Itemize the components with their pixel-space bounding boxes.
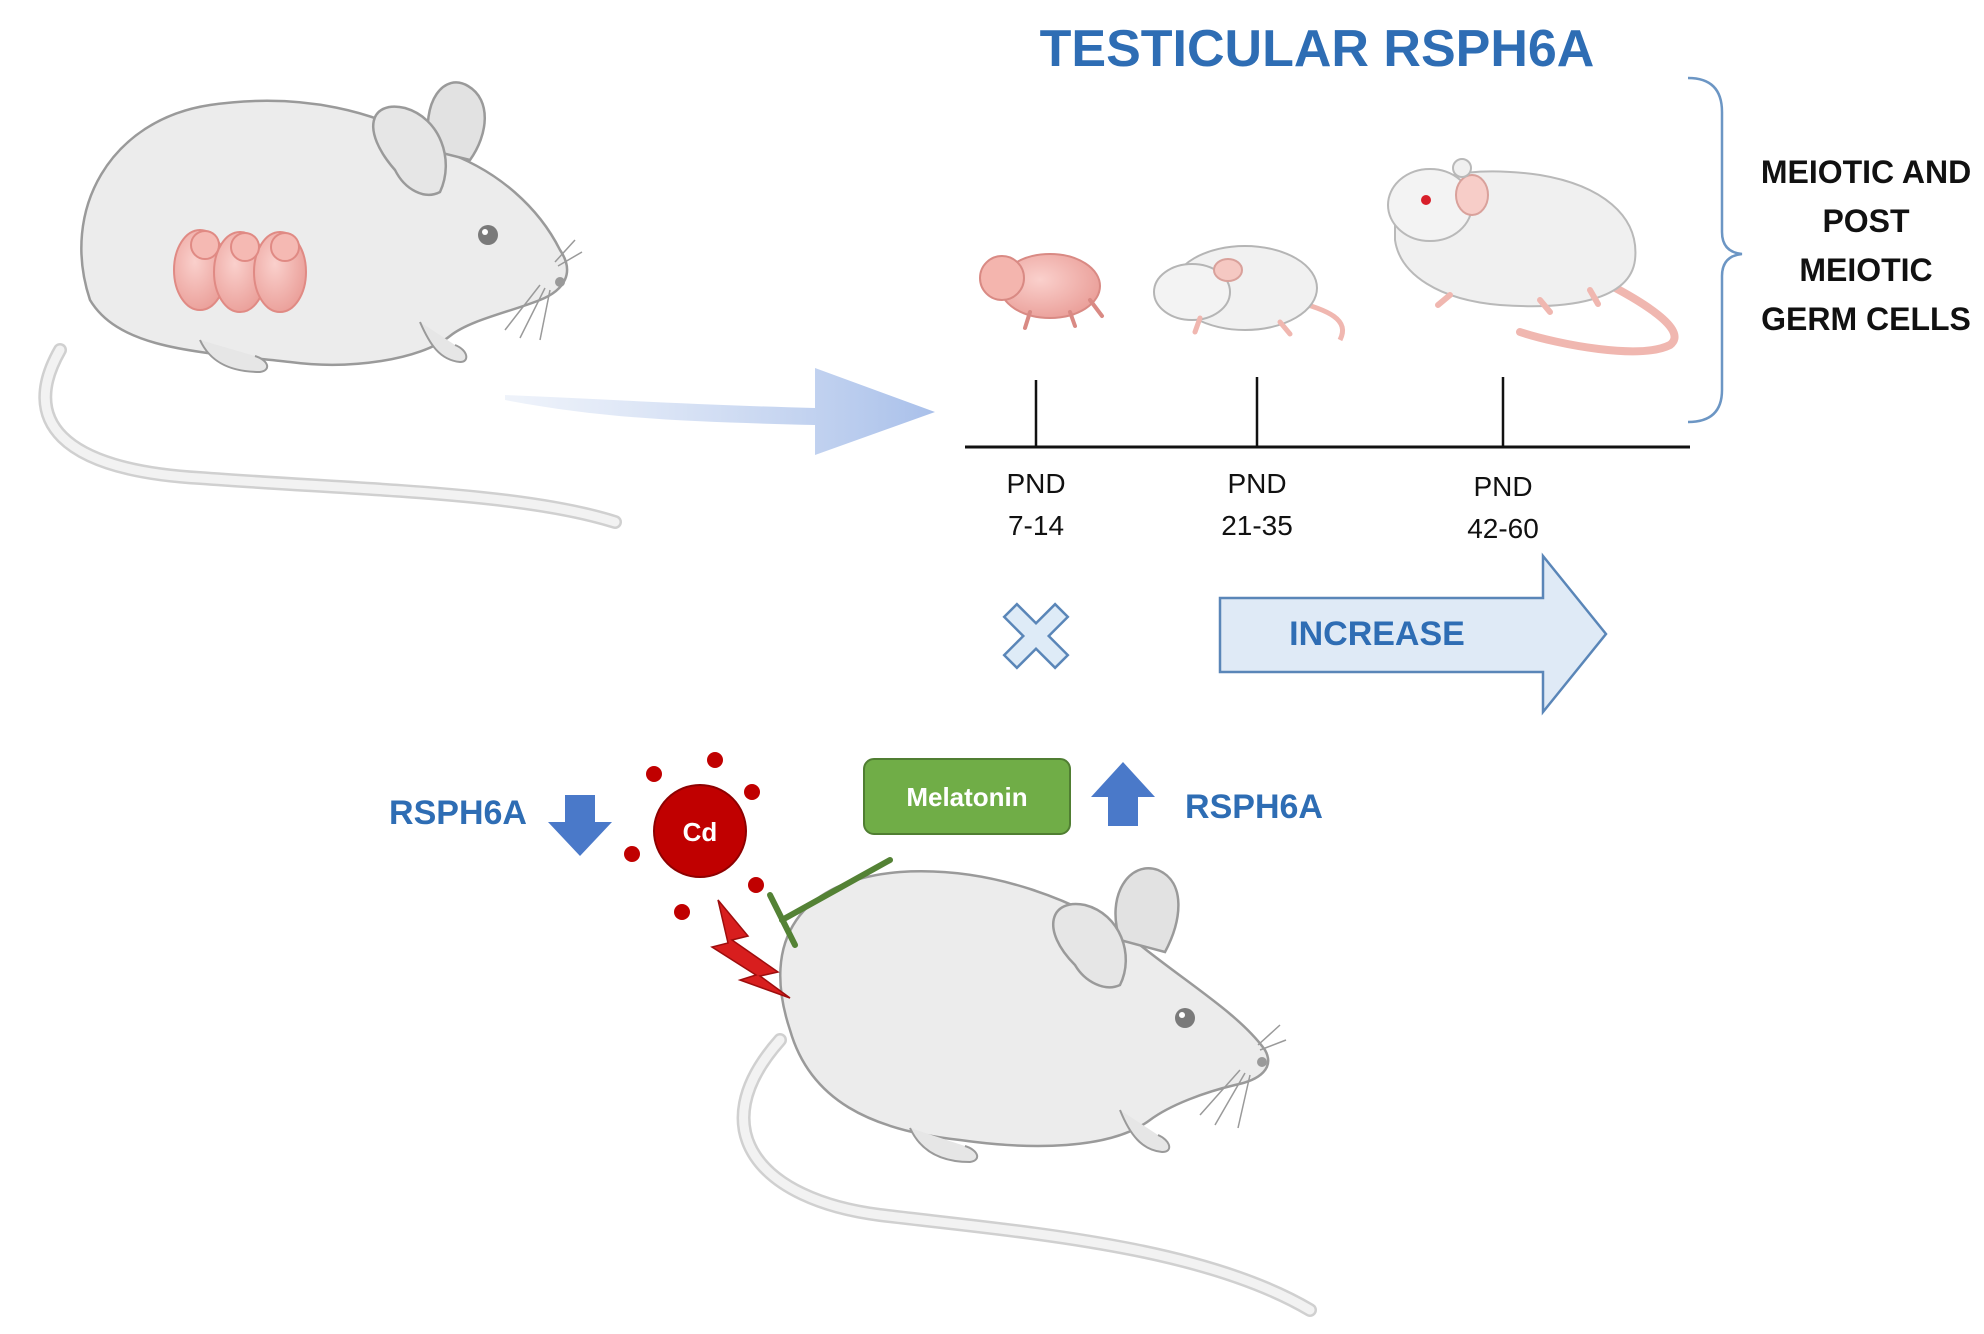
lightning-bolt-icon xyxy=(710,899,791,999)
bottom-mouse-ear xyxy=(1114,867,1180,954)
adult-mouse-illustration xyxy=(736,867,1317,1317)
mouse-front-paw xyxy=(419,321,468,364)
cd-label: Cd xyxy=(683,817,718,847)
mouse-eye-highlight xyxy=(482,229,488,235)
pup-pnd-7-14 xyxy=(979,253,1104,330)
tick-label-3-line2: 42-60 xyxy=(1467,513,1539,544)
bottom-mouse-whiskers xyxy=(1199,1024,1287,1129)
x-mark-icon xyxy=(1002,602,1070,670)
bottom-mouse-eye xyxy=(1175,1008,1195,1028)
mouse-eye xyxy=(478,225,498,245)
mouse-tail xyxy=(38,343,622,529)
diagram-title: TESTICULAR RSPH6A xyxy=(1040,20,1595,78)
tick-label-3-line1: PND xyxy=(1473,471,1532,502)
tick-label-1-line2: 7-14 xyxy=(1008,510,1064,541)
up-arrow-icon xyxy=(1091,762,1155,826)
tick-label-2-line1: PND xyxy=(1227,468,1286,499)
melatonin-box: Melatonin xyxy=(863,758,1071,835)
transition-arrow xyxy=(505,368,935,455)
cd-particle: Cd xyxy=(624,752,764,920)
mouse-ear-inner xyxy=(372,105,448,196)
mouse-tail-inner xyxy=(40,345,620,527)
svg-text:MEIOTIC AND: MEIOTIC AND xyxy=(1761,154,1971,190)
inhibition-bar xyxy=(767,857,893,948)
down-arrow-icon xyxy=(548,795,612,856)
increase-arrow: INCREASE xyxy=(1218,552,1608,716)
pregnant-mouse-illustration xyxy=(38,81,622,529)
svg-text:MEIOTIC: MEIOTIC xyxy=(1799,252,1932,288)
mouse-nose xyxy=(555,277,565,287)
bottom-mouse-body xyxy=(779,870,1270,1148)
bottom-mouse-front-paw xyxy=(1119,1109,1171,1154)
bracket-brace xyxy=(1687,76,1743,424)
mouse-hind-paw xyxy=(199,339,269,374)
increase-label: INCREASE xyxy=(1289,615,1465,653)
rsph6a-up-label: RSPH6A xyxy=(1185,788,1323,826)
adult-mouse-pnd-42-60 xyxy=(1387,158,1679,356)
embryos xyxy=(173,229,307,313)
svg-text:GERM CELLS: GERM CELLS xyxy=(1761,301,1971,337)
mouse-whiskers xyxy=(504,239,583,341)
cd-ion-dots xyxy=(624,752,764,920)
rsph6a-down-label: RSPH6A xyxy=(389,794,527,832)
tick-label-2-line2: 21-35 xyxy=(1221,510,1293,541)
bottom-mouse-hind-paw xyxy=(909,1127,979,1164)
svg-text:POST: POST xyxy=(1822,203,1910,239)
bottom-mouse-nose xyxy=(1257,1057,1267,1067)
germ-cells-label: MEIOTIC AND POST MEIOTIC GERM CELLS xyxy=(1761,154,1971,337)
melatonin-label: Melatonin xyxy=(906,782,1027,812)
bottom-mouse-ear-front xyxy=(1052,902,1128,989)
juvenile-mouse-pnd-21-35 xyxy=(1153,245,1345,342)
tick-label-1-line1: PND xyxy=(1006,468,1065,499)
timeline: PND 7-14 PND 21-35 PND 42-60 xyxy=(965,377,1690,544)
